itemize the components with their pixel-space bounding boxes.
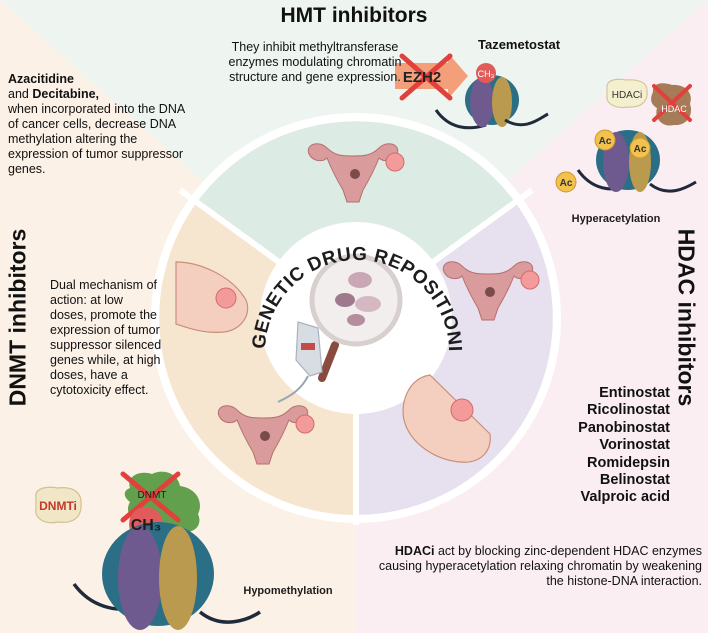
acetyl-label: Ac	[599, 136, 612, 147]
tazemetostat-label: Tazemetostat	[478, 37, 561, 52]
drug-panobinostat: Panobinostat	[578, 419, 670, 436]
dnmt-drugs-text: Azacitidine and Decitabine, when incorpo…	[8, 72, 188, 177]
hyperacetylation-label: Hyperacetylation	[572, 213, 661, 225]
dnmt-nucleosome-icon	[72, 522, 261, 630]
hypomethylation-label: Hypomethylation	[243, 585, 333, 597]
drug-valproic-acid: Valproic acid	[580, 489, 670, 506]
and-label: and	[8, 87, 29, 101]
azacitidine-label: Azacitidine	[8, 72, 74, 86]
acetyl-label: Ac	[634, 144, 647, 155]
hdaci-label: HDACi	[612, 90, 643, 101]
hmt-description: They inhibit methyltransferase enzymes m…	[228, 40, 402, 84]
acetyl-group	[594, 129, 616, 151]
hdac-drug-list: Entinostat Ricolinostat Panobinostat Vor…	[540, 385, 670, 507]
hdaci-blob-icon	[606, 78, 648, 109]
hdac-title: HDAC inhibitors	[673, 228, 700, 407]
dnmti-label: DNMTi	[39, 499, 77, 513]
hdaci-bold-label: HDACi	[394, 544, 435, 558]
dnmt-mechanism: Dual mechanism of action: at low doses, …	[50, 278, 162, 397]
hdac-enzyme-label: HDAC	[661, 104, 687, 114]
acetyl-group	[555, 171, 577, 193]
hdac-description-block: HDACi act by blocking zinc-dependent HDA…	[372, 544, 702, 589]
drug-belinostat: Belinostat	[599, 472, 670, 489]
dnmt-title: DNMT inhibitors	[4, 228, 31, 407]
breast-icon-dnmt	[175, 261, 249, 333]
dnmt-enzyme-icon	[120, 471, 200, 541]
hmt-methyl-label: CH₃	[478, 69, 495, 79]
iv-drip-icon	[277, 321, 323, 403]
drug-ricolinostat: Ricolinostat	[587, 402, 670, 419]
dnmt-description: when incorporated into the DNA of cancer…	[8, 102, 185, 176]
dnmt-enzyme-label: DNMT	[138, 490, 167, 501]
hmt-title: HMT inhibitors	[280, 4, 428, 27]
uterus-icon-hdac	[442, 261, 540, 321]
ezh2-label: EZH2	[403, 69, 441, 86]
acetyl-groups	[555, 129, 651, 193]
dnmti-blob-icon	[35, 486, 82, 524]
breast-icon-hdac	[402, 374, 491, 463]
drug-entinostat: Entinostat	[599, 385, 670, 401]
hdac-enzyme-icon	[651, 83, 692, 126]
dnmt-methyl-label: CH₃	[131, 517, 162, 534]
hmt-nucleosome-icon	[434, 63, 549, 130]
decitabine-label: Decitabine,	[32, 87, 100, 101]
uterus-icon-dnmt	[217, 405, 315, 465]
magnifier-icon	[309, 253, 403, 382]
drug-vorinostat: Vorinostat	[599, 437, 670, 454]
acetyl-label: Ac	[560, 178, 573, 189]
hmt-sector	[197, 121, 515, 318]
hdac-description: act by blocking zinc-dependent HDAC enzy…	[378, 544, 702, 588]
uterus-icon-hmt	[307, 143, 405, 203]
ezh2-arrow-icon	[395, 53, 468, 101]
drug-romidepsin: Romidepsin	[587, 454, 670, 471]
acetyl-group	[629, 137, 651, 159]
